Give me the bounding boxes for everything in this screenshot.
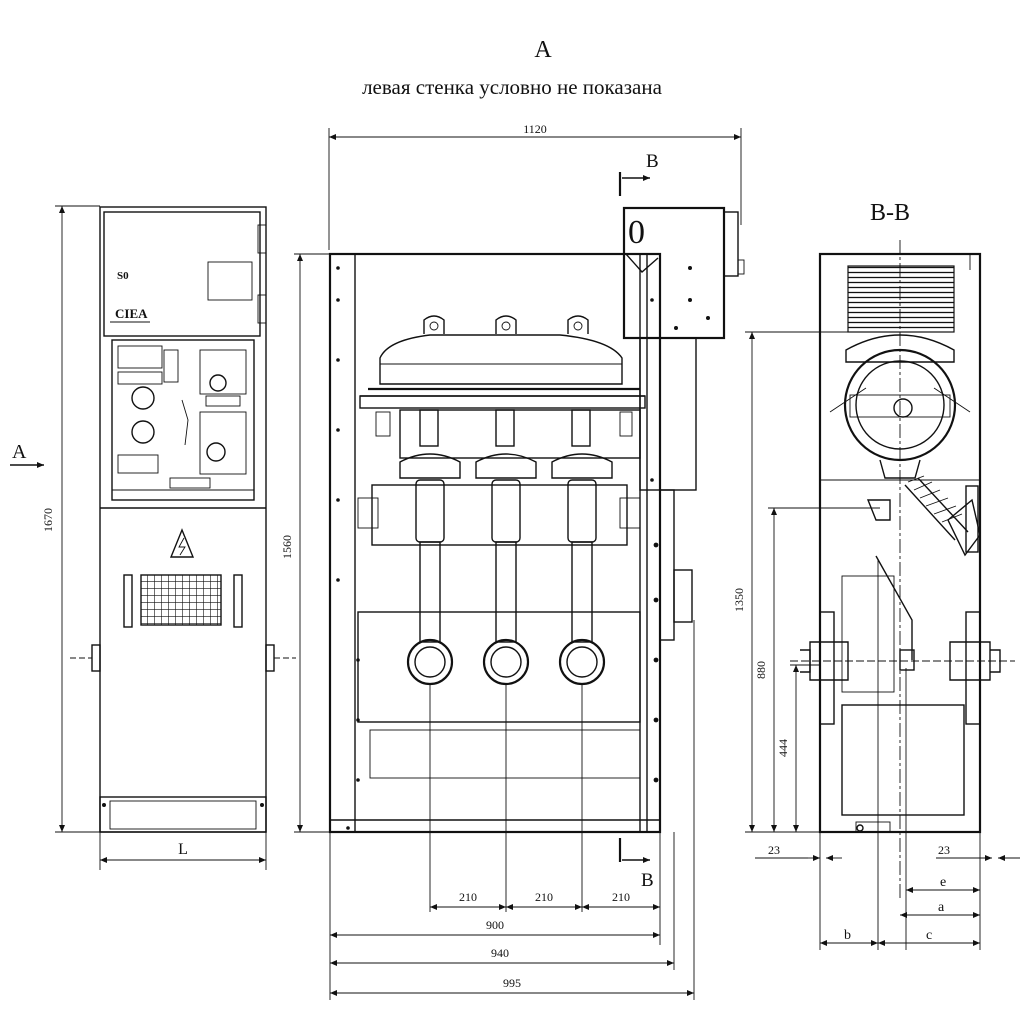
section-view: 1350 880 444 (732, 240, 1020, 950)
dim-pitch-3: 210 (612, 890, 630, 904)
dim-overall-width: 1120 (523, 122, 547, 136)
dim-section-height: 1350 (732, 588, 746, 612)
view-subtitle: левая стенка условно не показана (362, 75, 662, 99)
dim-width-900: 900 (486, 918, 504, 932)
pole-arms (406, 479, 606, 686)
dim-c-label: c (926, 928, 932, 943)
view-arrow-label: А (12, 441, 27, 463)
dim-pitch-2: 210 (535, 890, 553, 904)
side-view-assembly: 1120 1560 B B 0 (280, 122, 745, 1000)
panel-brand-mark: CIEA (115, 306, 148, 321)
dim-width-940: 940 (491, 946, 509, 960)
dim-frame-height: 1560 (280, 535, 294, 559)
dim-cabinet-width: L (178, 841, 188, 858)
top-insulators (423, 315, 589, 334)
dim-a-label: a (938, 900, 945, 915)
door-indicator: 0 (628, 214, 645, 251)
section-mark-bottom: B (641, 870, 654, 891)
section-mark-top: B (646, 151, 659, 172)
dim-b-label: b (844, 928, 851, 943)
dim-pitch-1: 210 (459, 890, 477, 904)
pole-columns (399, 409, 613, 479)
view-title: А (534, 37, 552, 63)
dim-right-offset: 23 (938, 843, 950, 857)
section-title: B-B (870, 200, 910, 226)
dim-left-offset: 23 (768, 843, 780, 857)
angled-insulator (904, 475, 981, 557)
dim-total-height: 1670 (41, 508, 55, 532)
dim-width-995: 995 (503, 976, 521, 990)
dim-height-880: 880 (754, 661, 768, 679)
dim-height-444: 444 (776, 739, 790, 757)
dim-e-label: e (940, 875, 946, 890)
front-view-cabinet: 1670 А S0 CIEA (10, 205, 296, 870)
panel-mark-s0: S0 (117, 270, 129, 282)
